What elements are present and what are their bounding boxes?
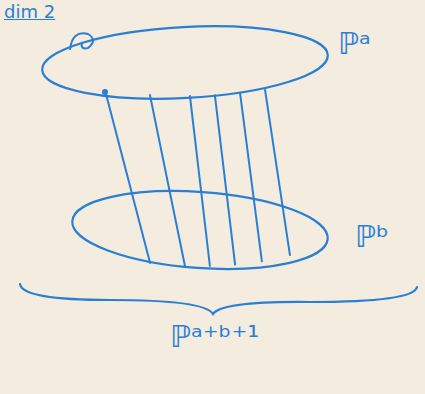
ruling-line — [265, 90, 290, 255]
ruling-line — [240, 93, 262, 261]
space-label: ℙᵃ⁺ᵇ⁺¹ — [170, 320, 259, 353]
space-ellipse: ℙᵃ — [40, 25, 330, 100]
space-label: ℙᵇ — [355, 220, 389, 253]
ruling-line — [150, 95, 185, 266]
ellipse-outline — [70, 190, 330, 270]
ellipse-outline — [40, 25, 330, 100]
ruling-line — [105, 90, 150, 263]
ruling-line — [190, 96, 210, 266]
heading-note: dim 2 — [4, 2, 55, 22]
brace — [20, 284, 417, 314]
ruling-line — [215, 95, 235, 264]
space-label: ℙᵃ — [338, 27, 371, 60]
space-ellipse: ℙᵇ — [70, 190, 330, 270]
